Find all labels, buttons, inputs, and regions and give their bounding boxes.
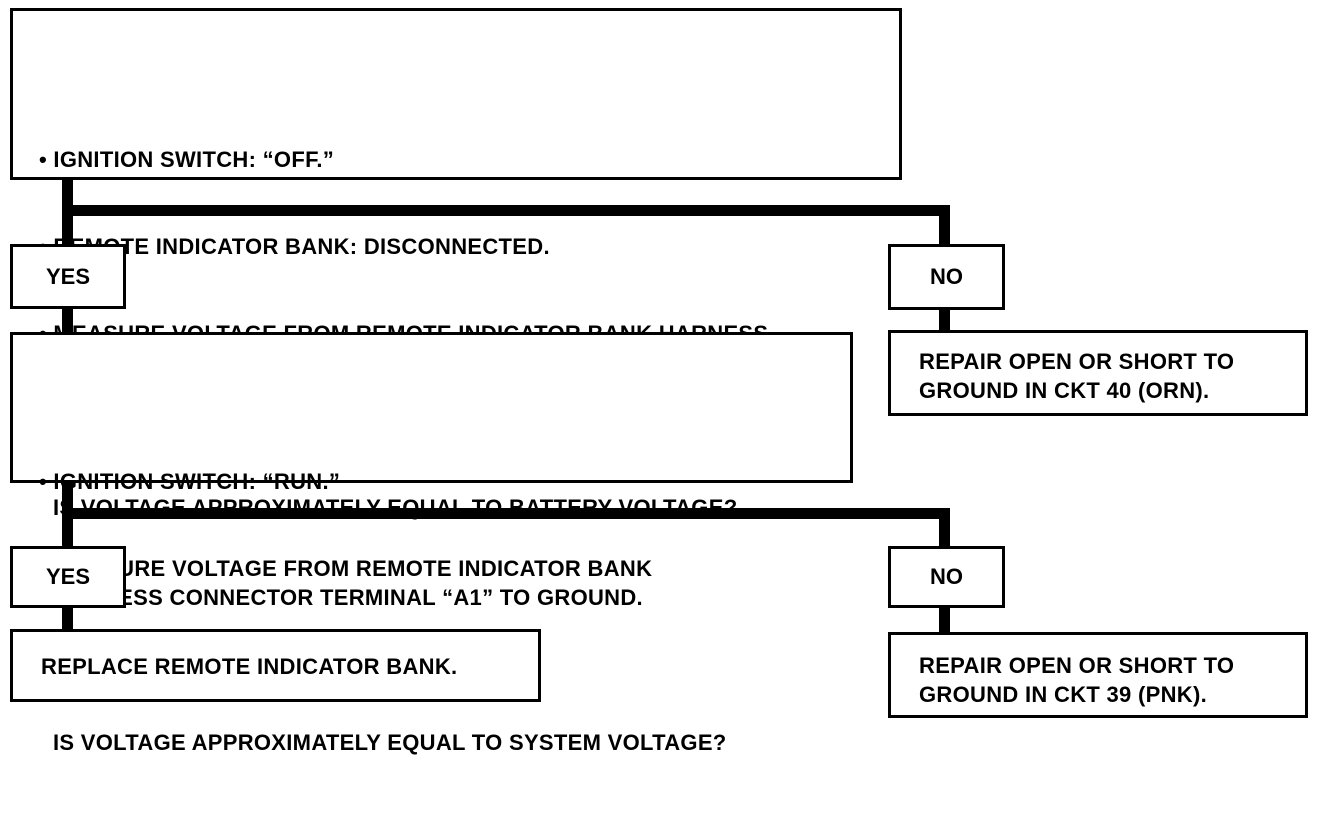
step2-yes-box: YES — [10, 546, 126, 608]
step2-no-action-text: REPAIR OPEN OR SHORT TO GROUND IN CKT 39… — [919, 653, 1235, 707]
connector-step1-branch — [62, 205, 950, 216]
step2-yes-action-text: REPLACE REMOTE INDICATOR BANK. — [41, 654, 458, 679]
connector-no1-action — [939, 308, 950, 334]
connector-no2-action — [939, 605, 950, 636]
step1-question: IS VOLTAGE APPROXIMATELY EQUAL TO BATTER… — [53, 495, 738, 520]
step1-box: • IGNITION SWITCH: “OFF.” • REMOTE INDIC… — [10, 8, 902, 520]
step1-no-action-text: REPAIR OPEN OR SHORT TO GROUND IN CKT 40… — [919, 349, 1235, 403]
step2-yes-action-box: REPLACE REMOTE INDICATOR BANK. — [10, 629, 541, 702]
step2-bullet-2: • MEASURE VOLTAGE FROM REMOTE INDICATOR … — [39, 556, 653, 610]
step1-bullet-1: • IGNITION SWITCH: “OFF.” — [39, 147, 335, 172]
connector-yes1-step2 — [62, 306, 73, 336]
connector-yes2-action — [62, 605, 73, 633]
step2-text: • IGNITION SWITCH: “RUN.” • MEASURE VOLT… — [39, 351, 727, 815]
connector-step2-no — [939, 508, 950, 550]
step1-bullet-2: • REMOTE INDICATOR BANK: DISCONNECTED. — [39, 234, 550, 259]
step1-no-label: NO — [930, 264, 963, 289]
step2-no-box: NO — [888, 546, 1005, 608]
connector-step2-down — [62, 479, 73, 519]
step2-yes-label: YES — [45, 564, 91, 589]
step2-no-action-box: REPAIR OPEN OR SHORT TO GROUND IN CKT 39… — [888, 632, 1308, 718]
step2-no-label: NO — [930, 564, 963, 589]
step1-no-action-box: REPAIR OPEN OR SHORT TO GROUND IN CKT 40… — [888, 330, 1308, 416]
step2-bullet-1: • IGNITION SWITCH: “RUN.” — [39, 469, 341, 494]
step1-yes-box: YES — [10, 244, 126, 309]
connector-step1-down — [62, 176, 73, 214]
connector-step2-branch — [62, 508, 950, 519]
step1-no-box: NO — [888, 244, 1005, 310]
step2-box: • IGNITION SWITCH: “RUN.” • MEASURE VOLT… — [10, 332, 853, 755]
connector-step1-yes — [62, 205, 73, 247]
connector-step2-yes — [62, 508, 73, 550]
step2-question: IS VOLTAGE APPROXIMATELY EQUAL TO SYSTEM… — [53, 730, 727, 755]
step1-yes-label: YES — [45, 263, 91, 289]
connector-step1-no — [939, 205, 950, 247]
